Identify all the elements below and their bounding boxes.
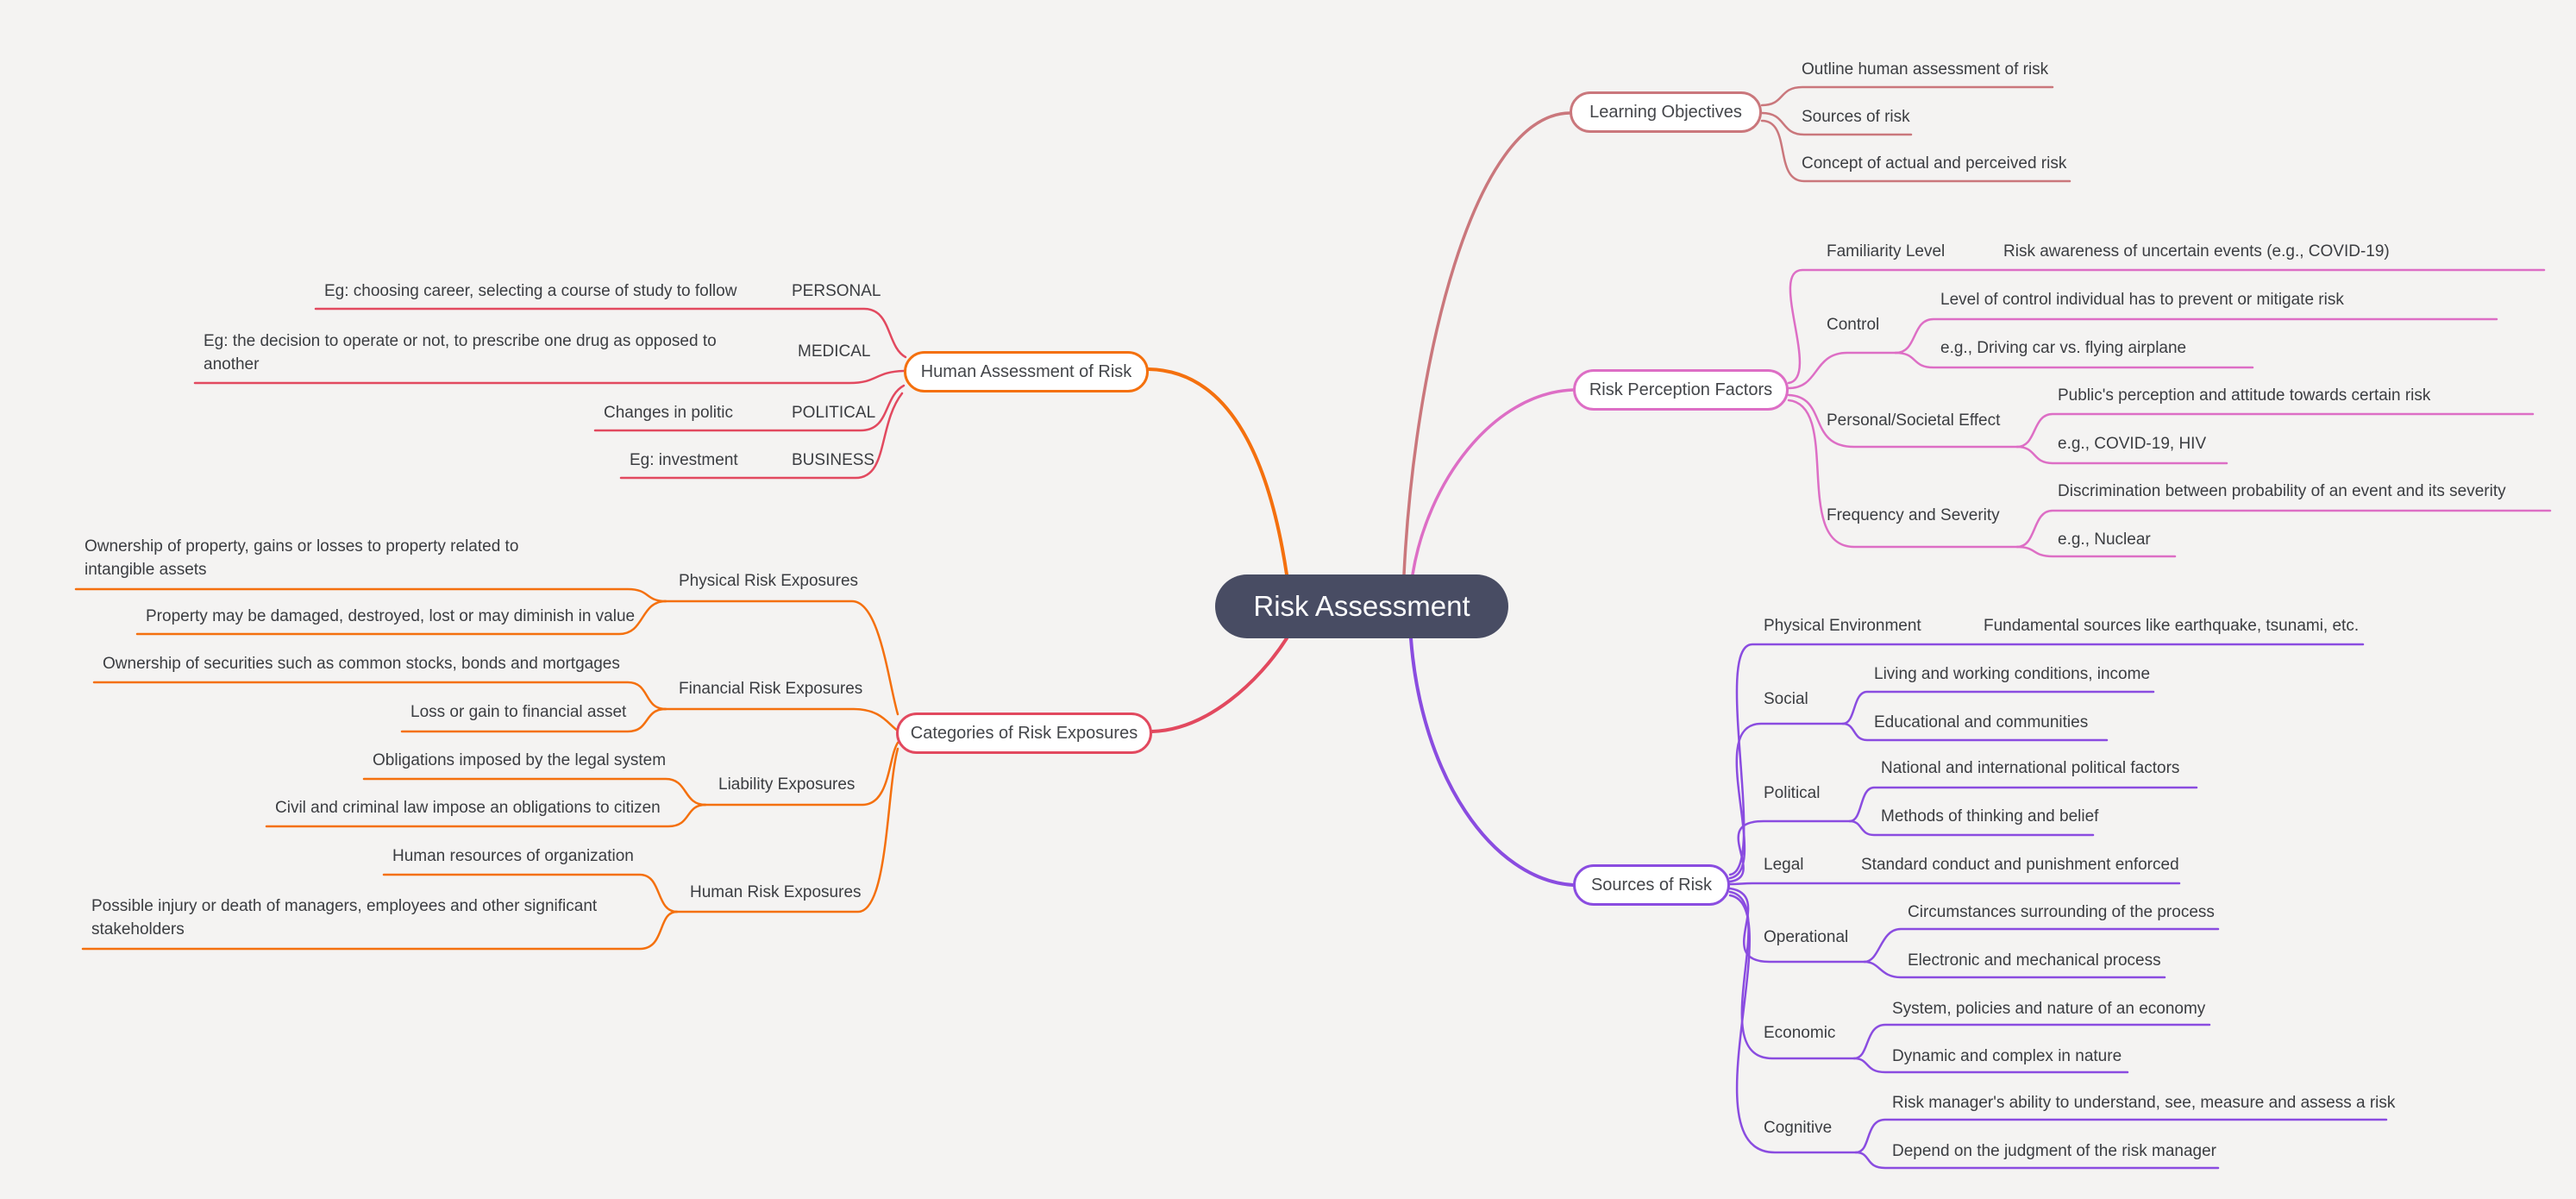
cat-financial-label[interactable]: Financial Risk Exposures (679, 680, 863, 698)
topic-learning-objectives[interactable]: Learning Objectives (1570, 91, 1762, 133)
sr-economic-item-1[interactable]: System, policies and nature of an econom… (1892, 1000, 2206, 1018)
cat-human-item-2[interactable]: Possible injury or death of managers, em… (91, 897, 598, 938)
ha-business-label[interactable]: BUSINESS (792, 451, 875, 469)
central-topic[interactable]: Risk Assessment (1215, 574, 1508, 638)
rp-familiarity-item[interactable]: Risk awareness of uncertain events (e.g.… (2003, 242, 2390, 261)
topic-sources-of-risk[interactable]: Sources of Risk (1573, 864, 1730, 906)
sr-cognitive-item-1[interactable]: Risk manager's ability to understand, se… (1892, 1094, 2396, 1112)
sr-legal-label[interactable]: Legal (1764, 856, 1804, 874)
rp-control-label[interactable]: Control (1827, 316, 1880, 334)
rp-frequency-severity-label[interactable]: Frequency and Severity (1827, 506, 2000, 524)
sr-political-label[interactable]: Political (1764, 784, 1821, 802)
ha-business-item[interactable]: Eg: investment (630, 451, 738, 469)
topic-categories-of-risk-exposures[interactable]: Categories of Risk Exposures (896, 712, 1152, 754)
sr-legal-item[interactable]: Standard conduct and punishment enforced (1861, 856, 2179, 874)
sr-cognitive-item-2[interactable]: Depend on the judgment of the risk manag… (1892, 1142, 2217, 1160)
topic-label: Sources of Risk (1590, 875, 1713, 895)
sr-operational-item-1[interactable]: Circumstances surrounding of the process (1908, 903, 2215, 921)
sr-economic-item-2[interactable]: Dynamic and complex in nature (1892, 1047, 2122, 1065)
sr-political-item-1[interactable]: National and international political fac… (1881, 759, 2180, 777)
sr-physical-environment-label[interactable]: Physical Environment (1764, 617, 1921, 635)
sr-political-item-2[interactable]: Methods of thinking and belief (1881, 807, 2099, 825)
ha-political-label[interactable]: POLITICAL (792, 404, 876, 422)
sr-operational-item-2[interactable]: Electronic and mechanical process (1908, 951, 2161, 970)
sr-social-label[interactable]: Social (1764, 690, 1808, 708)
topic-label: Categories of Risk Exposures (910, 723, 1138, 743)
cat-physical-item-2[interactable]: Property may be damaged, destroyed, lost… (146, 607, 636, 625)
cat-financial-item-1[interactable]: Ownership of securities such as common s… (103, 655, 620, 673)
rp-control-item-2[interactable]: e.g., Driving car vs. flying airplane (1940, 339, 2187, 357)
rp-personal-societal-label[interactable]: Personal/Societal Effect (1827, 411, 2001, 430)
cat-human-item-1[interactable]: Human resources of organization (392, 847, 634, 865)
rp-frequency-severity-item-2[interactable]: e.g., Nuclear (2058, 530, 2151, 549)
rp-personal-societal-item-2[interactable]: e.g., COVID-19, HIV (2058, 435, 2207, 453)
ha-medical-label[interactable]: MEDICAL (798, 342, 871, 361)
ha-personal-item[interactable]: Eg: choosing career, selecting a course … (324, 282, 737, 300)
ha-political-item[interactable]: Changes in politic (604, 404, 733, 422)
sr-economic-label[interactable]: Economic (1764, 1024, 1836, 1042)
central-topic-label: Risk Assessment (1253, 590, 1470, 622)
cat-physical-item-1[interactable]: Ownership of property, gains or losses t… (85, 537, 519, 579)
lo-item-sources-of-risk[interactable]: Sources of risk (1802, 108, 1910, 126)
rp-control-item-1[interactable]: Level of control individual has to preve… (1940, 291, 2344, 309)
sr-physical-environment-item[interactable]: Fundamental sources like earthquake, tsu… (1984, 617, 2360, 635)
ha-personal-label[interactable]: PERSONAL (792, 282, 881, 300)
rp-frequency-severity-item-1[interactable]: Discrimination between probability of an… (2058, 482, 2506, 500)
topic-risk-perception-factors[interactable]: Risk Perception Factors (1573, 369, 1789, 411)
sr-social-item-1[interactable]: Living and working conditions, income (1874, 665, 2151, 683)
ha-medical-item[interactable]: Eg: the decision to operate or not, to p… (204, 332, 717, 374)
sr-social-item-2[interactable]: Educational and communities (1874, 713, 2089, 731)
topic-label: Human Assessment of Risk (920, 361, 1132, 381)
topic-human-assessment-of-risk[interactable]: Human Assessment of Risk (904, 351, 1149, 392)
topic-label: Learning Objectives (1589, 102, 1742, 122)
lo-item-outline-human-assessment[interactable]: Outline human assessment of risk (1802, 60, 2049, 78)
lo-item-actual-perceived-risk[interactable]: Concept of actual and perceived risk (1802, 154, 2067, 173)
cat-physical-label[interactable]: Physical Risk Exposures (679, 572, 859, 590)
cat-financial-item-2[interactable]: Loss or gain to financial asset (411, 703, 627, 721)
rp-familiarity-label[interactable]: Familiarity Level (1827, 242, 1946, 261)
cat-liability-item-2[interactable]: Civil and criminal law impose an obligat… (275, 799, 661, 817)
cat-human-label[interactable]: Human Risk Exposures (690, 883, 862, 901)
cat-liability-item-1[interactable]: Obligations imposed by the legal system (373, 751, 667, 769)
cat-liability-label[interactable]: Liability Exposures (718, 775, 856, 794)
sr-operational-label[interactable]: Operational (1764, 928, 1849, 946)
rp-personal-societal-item-1[interactable]: Public's perception and attitude towards… (2058, 386, 2431, 405)
topic-label: Risk Perception Factors (1589, 380, 1773, 399)
sr-cognitive-label[interactable]: Cognitive (1764, 1119, 1833, 1137)
